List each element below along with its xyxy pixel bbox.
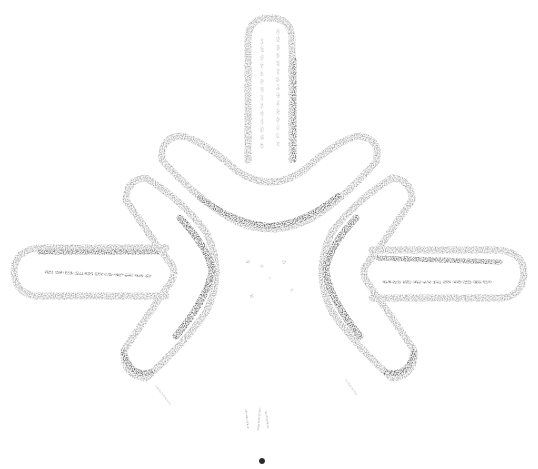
center-speckles [246,260,294,298]
right-chevron [322,178,414,378]
right-arrow-shaft [372,250,524,298]
left-arrow-shaft [14,248,166,296]
top-arrow-shaft [248,18,294,160]
bottom-dot [259,458,265,464]
bottom-speckles [156,380,356,430]
left-chevron [124,178,216,378]
